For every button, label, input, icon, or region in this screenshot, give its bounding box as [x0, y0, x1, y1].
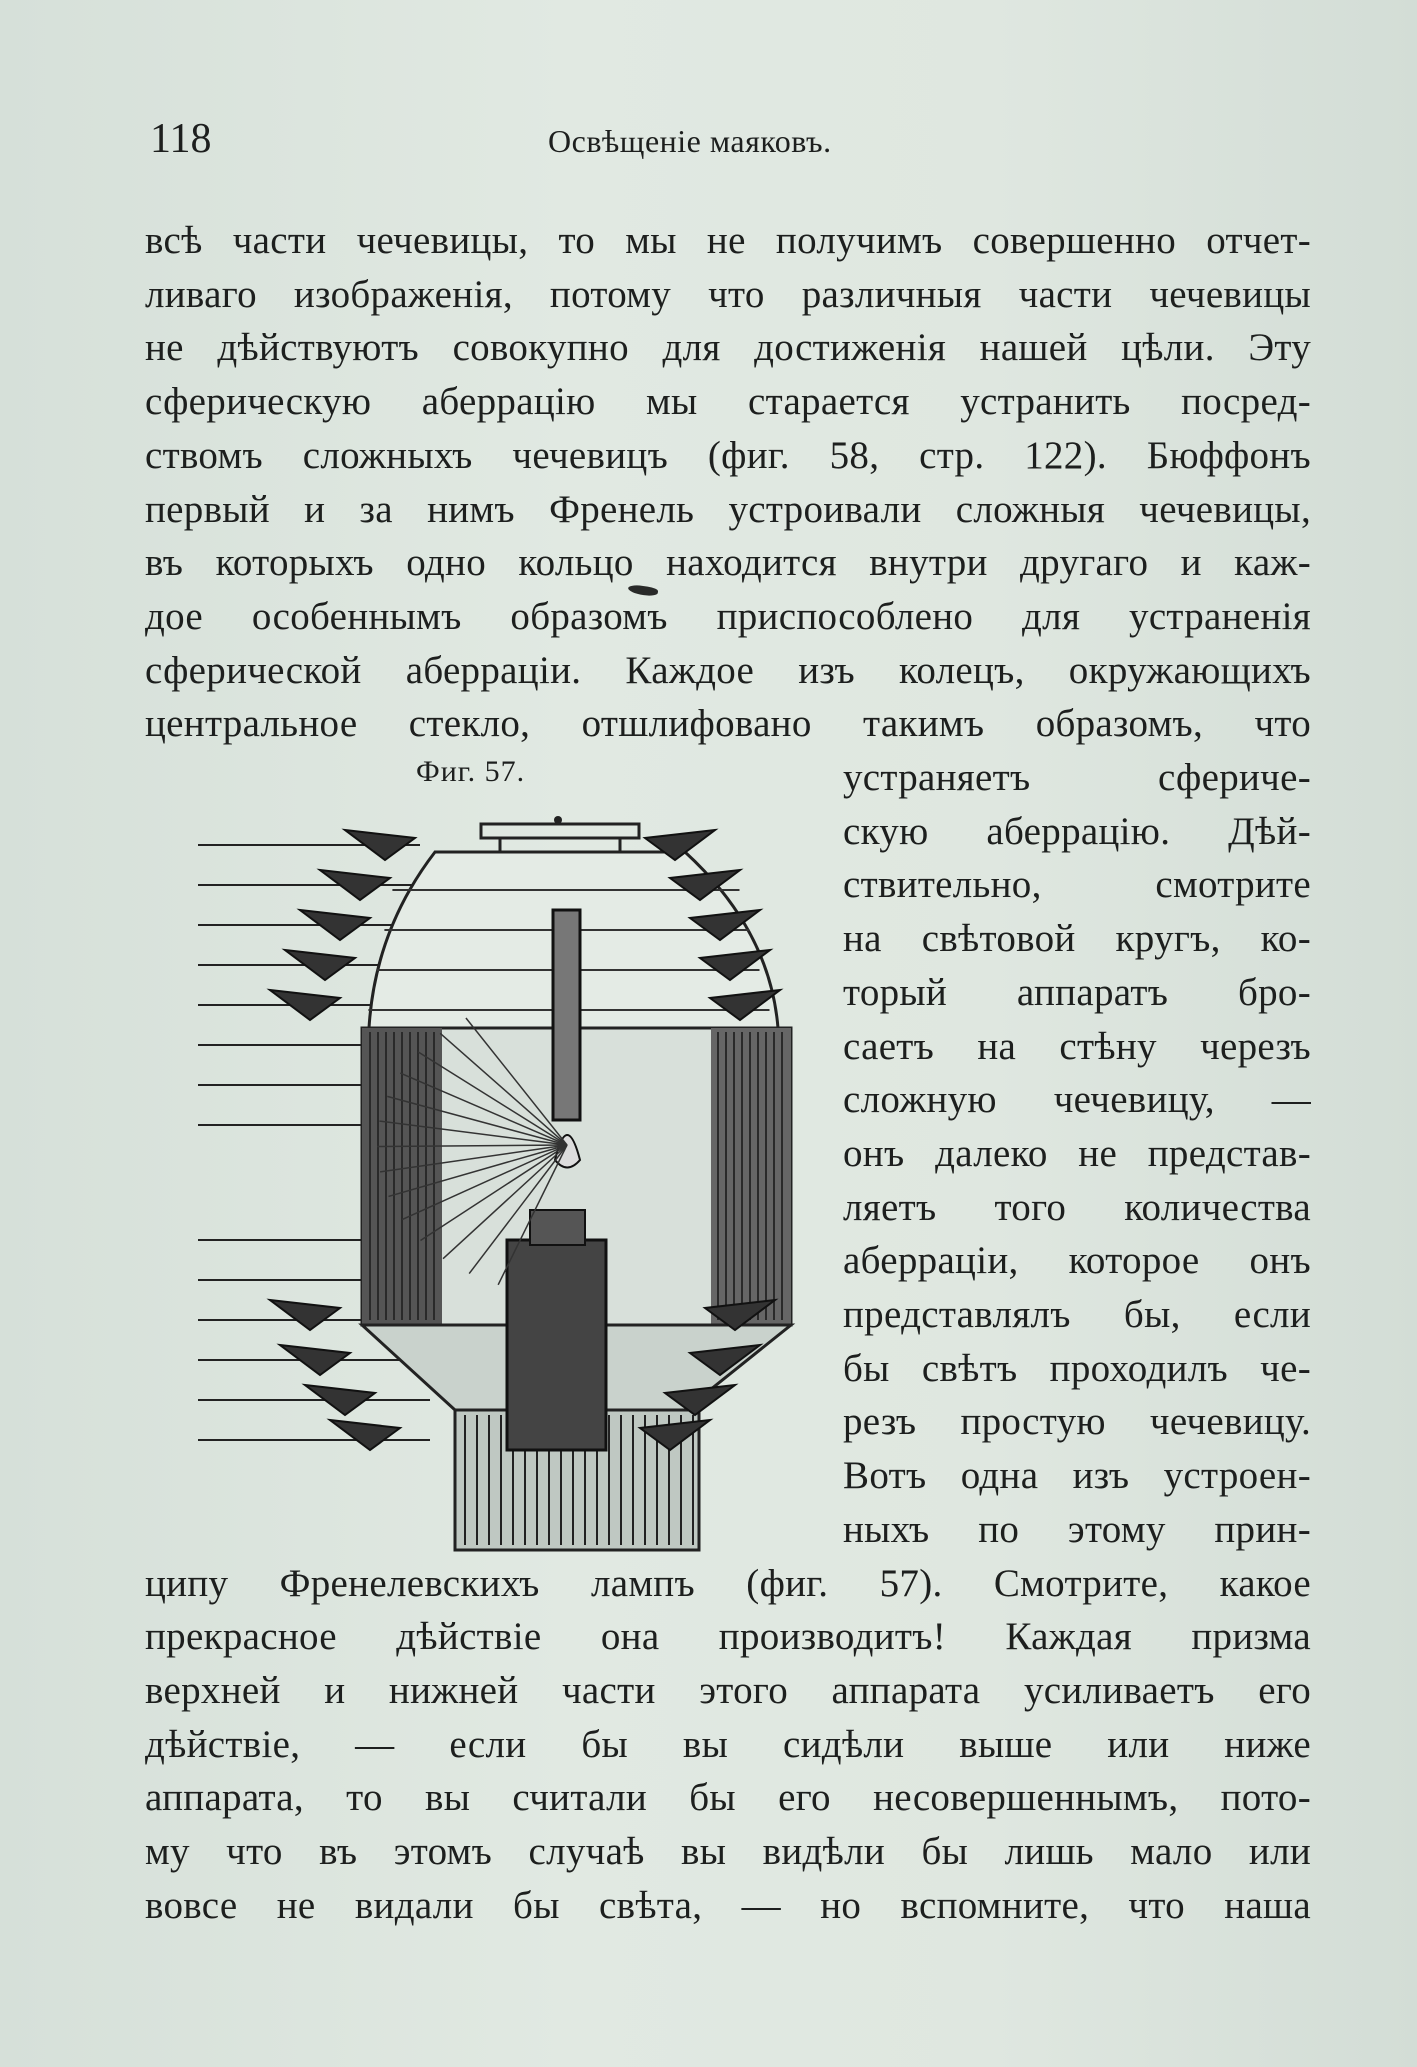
prism-left: [341, 828, 418, 862]
chimney: [551, 908, 582, 1122]
page-number: 118: [150, 116, 212, 162]
burner-column: [505, 1238, 608, 1452]
refracted-beam: [379, 1120, 568, 1146]
running-title: Освѣщеніе маяковъ.: [548, 123, 832, 159]
text-line: первый и за нимъ Френель устроивали слож…: [145, 488, 1311, 531]
text-line: скую аберрацію. Дѣй-: [843, 810, 1311, 853]
prism-left: [326, 1418, 403, 1452]
text-line: ствомъ сложныхъ чечевицъ (фиг. 58, стр. …: [145, 434, 1311, 477]
prism-right: [697, 948, 774, 982]
refracted-beam: [420, 1144, 568, 1242]
text-line: центральное стекло, отшлифовано такимъ о…: [145, 703, 1311, 746]
prism-right: [642, 828, 719, 862]
prism-right: [637, 1418, 714, 1452]
text-line: ныхъ по этому прин-: [843, 1508, 1311, 1551]
refracted-beam: [497, 1144, 568, 1286]
prism-left: [276, 1343, 353, 1377]
prism-left: [266, 1298, 343, 1332]
prism-left: [266, 988, 343, 1022]
text-line: на свѣтовой кругъ, ко-: [843, 918, 1311, 961]
refracted-beam: [468, 1144, 568, 1275]
text-line: сферической аберраціи. Каждое изъ колецъ…: [145, 649, 1311, 692]
prism-right: [662, 1383, 739, 1417]
text-line: ливаго изображенія, потому что различныя…: [145, 273, 1311, 316]
text-line: дое особеннымъ образомъ приспособлено дл…: [145, 595, 1311, 638]
figure-caption: Фиг. 57.: [416, 755, 526, 788]
text-line: саетъ на стѣну черезъ: [843, 1025, 1311, 1068]
refracted-beam: [399, 1072, 568, 1146]
prism-right: [687, 1343, 764, 1377]
prism-left: [316, 868, 393, 902]
text-line: ляетъ того количества: [843, 1186, 1311, 1229]
text-line: онъ далеко не представ-: [843, 1132, 1311, 1175]
refracted-beam: [465, 1017, 568, 1146]
text-line: устраняетъ сфериче-: [843, 757, 1311, 799]
text-line: аппарата, то вы считали бы его несоверше…: [145, 1777, 1311, 1820]
text-line: сферическую аберрацію мы старается устра…: [145, 381, 1311, 424]
lamp-top-cap: [479, 822, 641, 840]
text-line: торый аппаратъ бро-: [843, 971, 1311, 1014]
cap-knob: [554, 816, 562, 824]
refracted-beam: [401, 1144, 568, 1221]
text-line: верхней и нижней части этого аппарата ус…: [145, 1669, 1311, 1712]
text-line: въ которыхъ одно кольцо находится внутри…: [145, 542, 1311, 585]
prism-left: [296, 908, 373, 942]
prism-right: [687, 908, 764, 942]
refracted-beam: [377, 1144, 568, 1148]
text-line: всѣ части чечевицы, то мы не получимъ со…: [145, 220, 1311, 262]
refracted-beam: [439, 1032, 568, 1146]
refracted-beam: [379, 1144, 568, 1173]
refracted-beam: [388, 1144, 568, 1198]
text-line: представлялъ бы, если: [843, 1294, 1311, 1336]
text-line: ципу Френелевскихъ лампъ (фиг. 57). Смот…: [145, 1562, 1311, 1605]
text-line: ствительно, смотрите: [843, 864, 1311, 907]
text-line: аберраціи, которое онъ: [843, 1240, 1311, 1283]
text-line: сложную чечевицу, —: [843, 1079, 1311, 1122]
refracted-beam: [442, 1144, 568, 1260]
refracted-beam: [387, 1095, 568, 1146]
text-line: резъ простую чечевицу.: [843, 1401, 1311, 1444]
prism-left: [281, 948, 358, 982]
prism-left: [301, 1383, 378, 1417]
prism-right: [707, 988, 784, 1022]
burner-collar: [529, 1209, 586, 1246]
text-line: прекрасное дѣйствіе она производитъ! Каж…: [145, 1616, 1311, 1659]
refracted-beam: [417, 1051, 568, 1146]
text-line: бы свѣтъ проходилъ че-: [843, 1347, 1311, 1390]
text-line: дѣйствіе, — если бы вы сидѣли выше или н…: [145, 1723, 1311, 1766]
prism-right: [667, 868, 744, 902]
prism-right: [702, 1298, 779, 1332]
text-line: вовсе не видали бы свѣта, — но вспомните…: [145, 1884, 1311, 1927]
text-line: му что въ этомъ случаѣ вы видѣли бы лишь…: [145, 1831, 1311, 1873]
text-line: не дѣйствуютъ совокупно для достиженія н…: [145, 327, 1311, 370]
fresnel-lamp-figure: [198, 816, 796, 1552]
text-line: Вотъ одна изъ устроен-: [843, 1455, 1311, 1498]
